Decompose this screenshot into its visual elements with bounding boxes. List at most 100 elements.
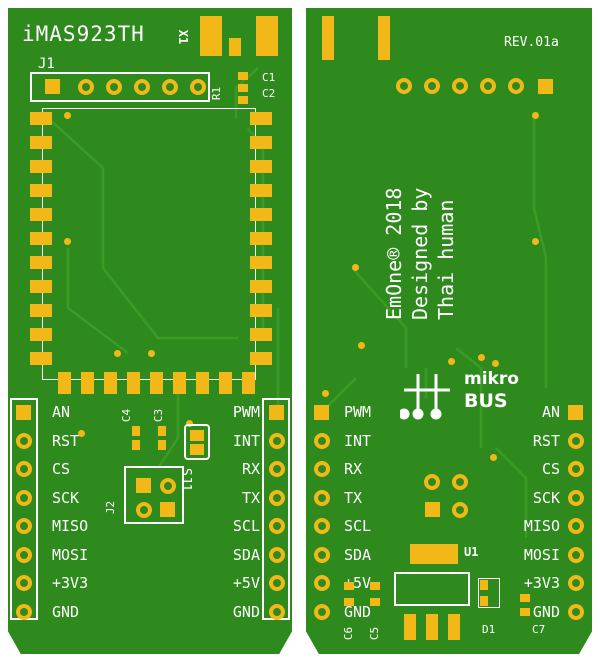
c7-pad [520, 608, 530, 616]
module-pad [30, 304, 52, 317]
module-pad [30, 208, 52, 221]
header-pin [269, 546, 285, 563]
x1-label: X1 [176, 29, 191, 45]
module-pad [81, 372, 94, 394]
j1-label: J1 [38, 56, 55, 72]
u1-label: U1 [464, 545, 479, 559]
j2-header [124, 466, 184, 524]
module-pad [250, 304, 272, 317]
u1-pin [404, 614, 416, 640]
c5-pad [370, 598, 380, 606]
module-pad [219, 372, 232, 394]
header-pin [314, 518, 330, 534]
c3-pad [158, 440, 166, 450]
front-left-pin-label: CS [52, 460, 71, 478]
via [322, 390, 329, 397]
x1-back-pad [378, 16, 390, 60]
via [114, 350, 121, 357]
c2-label: C2 [262, 87, 276, 100]
header-pin [568, 461, 584, 477]
via [492, 360, 499, 367]
back-left-pin-label: SCL [344, 517, 372, 535]
d1-label: D1 [482, 623, 496, 636]
header-pin [568, 489, 584, 506]
front-left-pin-label: AN [52, 403, 71, 421]
logo-mikro: mikro [464, 369, 519, 389]
module-pad [250, 184, 272, 197]
j2-pin-1 [136, 478, 151, 493]
j2-back-pin [452, 502, 468, 518]
module-pad [30, 232, 52, 245]
front-right-pin-label: GND [232, 602, 260, 621]
c7-pad [520, 594, 530, 602]
c3-pad [158, 426, 166, 436]
header-pin [314, 489, 330, 506]
sj1-pad [190, 444, 204, 455]
j2-label: J2 [104, 500, 118, 515]
j1-pin [162, 79, 178, 95]
c6-pad [344, 582, 354, 590]
back-right-pin-label: RST [532, 431, 560, 450]
d1-outline [478, 578, 500, 608]
back-left-pin-label: GND [344, 602, 372, 621]
via [352, 264, 359, 271]
c6-label: C6 [342, 626, 356, 641]
pcb-back: REV.01a EmOne® 2018 Designed by Thai hum… [306, 8, 592, 654]
j1-header [30, 72, 210, 102]
j2-back-pin [452, 474, 468, 490]
back-right-pin-label: CS [541, 460, 560, 478]
module-outline [42, 108, 256, 380]
x1-pad-mid [229, 38, 241, 56]
via [78, 430, 85, 437]
via [532, 112, 539, 119]
via [490, 454, 497, 461]
via [148, 350, 155, 357]
module-pad [250, 256, 272, 269]
module-pad [30, 112, 52, 125]
credit-line-2: Designed by [408, 187, 432, 320]
u1-pin [426, 614, 438, 640]
c4-label: C4 [120, 408, 134, 423]
board-title: iMAS923TH [22, 22, 145, 46]
module-pad [242, 372, 255, 394]
j2-pin [136, 502, 152, 518]
back-right-pin-label: +3V3 [523, 574, 560, 592]
header-pin [16, 603, 32, 620]
module-pad [30, 184, 52, 197]
header-pin-1 [568, 405, 583, 420]
header-pin [314, 461, 330, 477]
d1-pad [480, 596, 488, 606]
c2-pad [238, 96, 248, 104]
header-pin [269, 603, 285, 620]
j1-back-pin [508, 78, 524, 94]
module-pad [30, 280, 52, 293]
credit-line-1: EmOne® 2018 [382, 187, 406, 320]
c1-pad [238, 84, 248, 92]
header-pin [568, 432, 584, 449]
front-right-pin-label: TX [241, 488, 260, 507]
via [264, 358, 271, 365]
module-pad [250, 280, 272, 293]
front-right-pin-label: +5V [232, 574, 260, 592]
front-right-pin-label: RX [241, 460, 260, 478]
header-pin [314, 603, 330, 620]
j2-pin [160, 502, 175, 517]
back-left-pin-label: TX [344, 488, 363, 507]
c5-pad [370, 582, 380, 590]
via [448, 358, 455, 365]
header-pin [16, 518, 32, 534]
via [186, 420, 193, 427]
credit-line-3: Thai human [434, 199, 458, 320]
c6-pad [344, 598, 354, 606]
module-pad [250, 208, 272, 221]
front-left-pin-label: +3V3 [52, 574, 89, 592]
via [532, 238, 539, 245]
front-left-pin-label: GND [52, 602, 80, 621]
module-pad [104, 372, 117, 394]
back-right-pin-label: MISO [523, 517, 560, 535]
r1-pad [238, 72, 248, 80]
module-pad [150, 372, 163, 394]
header-pin [16, 546, 32, 563]
mikrobus-logo-icon [400, 374, 450, 420]
credit-block: EmOne® 2018 Designed by Thai human [382, 130, 474, 320]
